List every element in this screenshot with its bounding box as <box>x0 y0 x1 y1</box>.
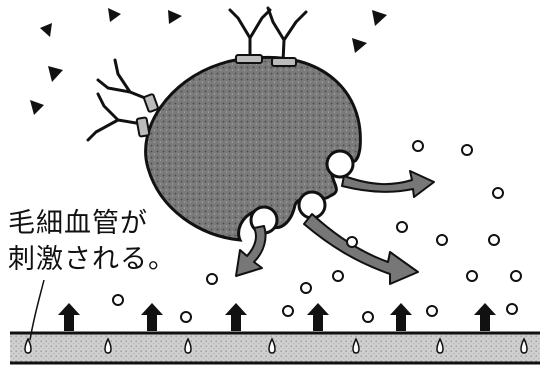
antibody-receptors <box>86 6 308 142</box>
antigen-triangles <box>30 8 387 115</box>
antigen-triangle <box>48 66 63 82</box>
antigen-triangle <box>30 100 44 115</box>
caption-line-2: 刺激される。 <box>8 244 176 275</box>
antibody-y-left <box>228 8 272 62</box>
up-arrow <box>307 303 329 331</box>
up-arrow <box>474 303 496 331</box>
up-arrow <box>225 303 247 331</box>
release-arrows <box>235 170 435 285</box>
arrow-right <box>341 170 435 198</box>
antigen-triangle <box>108 8 121 22</box>
caption-leader-line <box>29 279 45 341</box>
mediator-granules <box>112 140 522 323</box>
membrane-receptors <box>135 54 297 138</box>
arrow-down-right <box>303 213 419 285</box>
antigen-triangle <box>372 10 387 26</box>
arrow-down-left <box>235 225 267 277</box>
up-arrow <box>141 303 163 331</box>
caption-line-1: 毛細血管が <box>8 208 148 239</box>
capillary <box>10 331 540 365</box>
antibody-y-right <box>266 6 308 64</box>
caption: 毛細血管が 刺激される。 <box>8 206 208 278</box>
antigen-triangle <box>40 23 52 37</box>
permeability-arrows <box>58 303 496 331</box>
antibody-y-upper <box>96 58 152 102</box>
antigen-triangle <box>168 10 182 24</box>
up-arrow <box>58 303 80 331</box>
antibody-y-lower <box>86 92 144 142</box>
up-arrow <box>390 303 412 331</box>
antigen-triangle <box>352 38 367 53</box>
fluid-droplets <box>24 337 528 354</box>
